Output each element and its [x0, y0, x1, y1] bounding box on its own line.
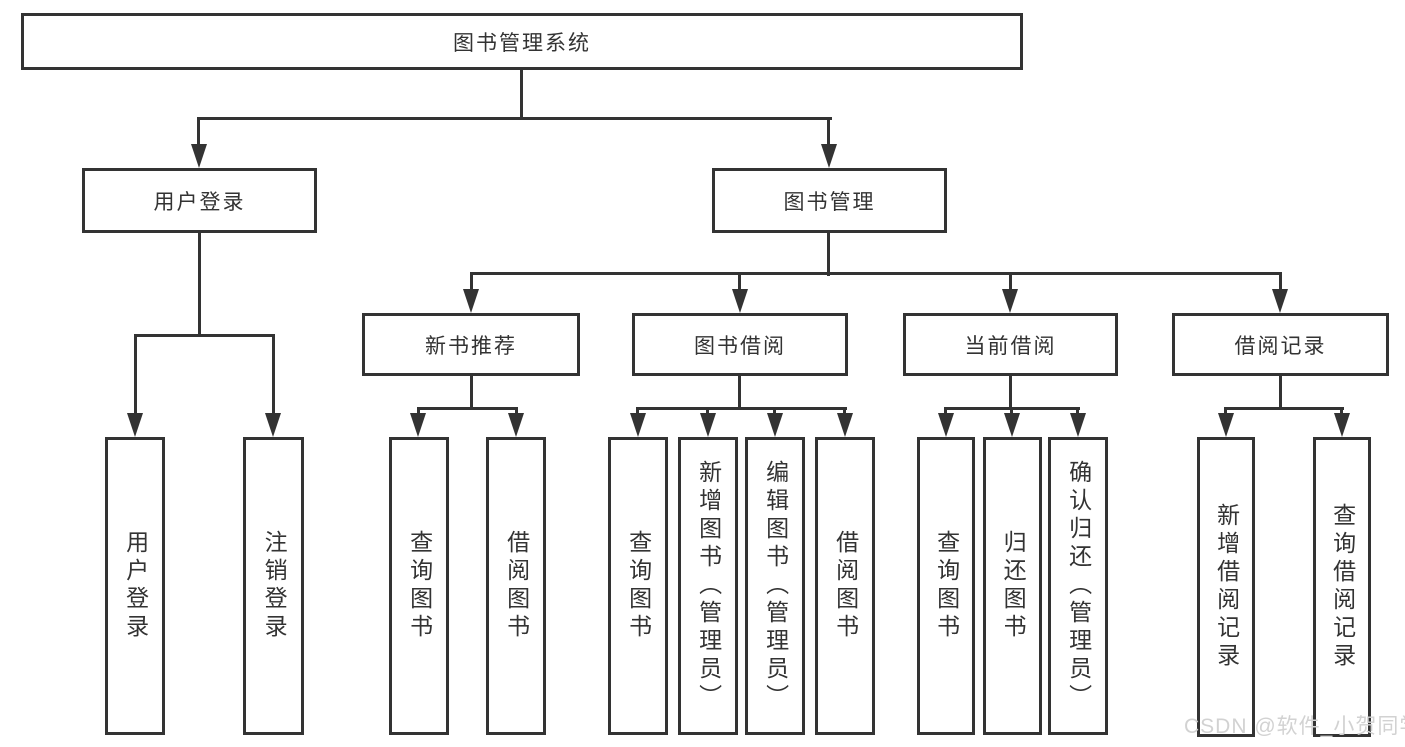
- node-current-borrow: 当前借阅: [903, 313, 1118, 376]
- node-borrow-record: 借阅记录: [1172, 313, 1389, 376]
- connector-user-login-hline: [134, 334, 275, 337]
- connector-book-mgmt-hline: [470, 272, 1282, 275]
- connector-book-borrow-stem: [738, 374, 741, 410]
- connector-root-stem: [520, 68, 523, 120]
- leaf-bb-edit-book: 编辑图书（管理员）: [745, 437, 805, 735]
- arrowhead-down-icon: [732, 289, 748, 313]
- connector-borrow-record-hline: [1224, 407, 1344, 410]
- leaf-logout: 注销登录: [243, 437, 304, 735]
- leaf-user-login: 用户登录: [105, 437, 165, 735]
- arrowhead-down-icon: [767, 413, 783, 437]
- leaf-cb-return-book: 归还图书: [983, 437, 1042, 735]
- connector-root-hline: [198, 117, 832, 120]
- arrowhead-down-icon: [630, 413, 646, 437]
- arrowhead-down-icon: [821, 144, 837, 168]
- node-book-borrow: 图书借阅: [632, 313, 848, 376]
- connector-borrow-record-stem: [1279, 374, 1282, 410]
- connector-login-leaf-drop: [134, 334, 137, 415]
- arrowhead-down-icon: [508, 413, 524, 437]
- connector-book-mgmt-stem: [827, 233, 830, 276]
- arrowhead-down-icon: [938, 413, 954, 437]
- arrowhead-down-icon: [1004, 413, 1020, 437]
- connector-borrow-record-drop: [1279, 272, 1282, 294]
- leaf-cb-query-book: 查询图书: [917, 437, 975, 735]
- leaf-rec-query-book: 查询图书: [389, 437, 449, 735]
- connector-new-book-rec-hline: [417, 407, 518, 410]
- connector-book-mgmt-drop: [827, 117, 830, 150]
- leaf-br-add-record: 新增借阅记录: [1197, 437, 1255, 737]
- arrowhead-down-icon: [265, 413, 281, 437]
- node-book-mgmt: 图书管理: [712, 168, 947, 233]
- node-user-login: 用户登录: [82, 168, 317, 233]
- watermark-text: CSDN @软件_小贺同学: [1184, 715, 1405, 738]
- leaf-cb-confirm-return: 确认归还（管理员）: [1048, 437, 1108, 735]
- arrowhead-down-icon: [1002, 289, 1018, 313]
- arrowhead-down-icon: [1218, 413, 1234, 437]
- leaf-bb-borrow-book: 借阅图书: [815, 437, 875, 735]
- arrowhead-down-icon: [410, 413, 426, 437]
- connector-new-book-rec-stem: [470, 374, 473, 410]
- connector-user-login-drop: [197, 117, 200, 150]
- node-new-book-rec: 新书推荐: [362, 313, 580, 376]
- arrowhead-down-icon: [1334, 413, 1350, 437]
- connector-book-borrow-drop: [738, 272, 741, 294]
- node-root: 图书管理系统: [21, 13, 1023, 70]
- connector-book-borrow-hline: [636, 407, 847, 410]
- arrowhead-down-icon: [127, 413, 143, 437]
- leaf-bb-add-book: 新增图书（管理员）: [678, 437, 738, 735]
- leaf-rec-borrow-book: 借阅图书: [486, 437, 546, 735]
- leaf-bb-query-book: 查询图书: [608, 437, 668, 735]
- arrowhead-down-icon: [463, 289, 479, 313]
- connector-current-borrow-stem: [1009, 374, 1012, 410]
- arrowhead-down-icon: [700, 413, 716, 437]
- connector-user-login-stem: [198, 233, 201, 337]
- arrowhead-down-icon: [191, 144, 207, 168]
- arrowhead-down-icon: [837, 413, 853, 437]
- leaf-br-query-record: 查询借阅记录: [1313, 437, 1371, 737]
- arrowhead-down-icon: [1070, 413, 1086, 437]
- connector-logout-leaf-drop: [272, 334, 275, 415]
- connector-current-borrow-drop: [1009, 272, 1012, 294]
- connector-new-book-rec-drop: [470, 272, 473, 294]
- arrowhead-down-icon: [1272, 289, 1288, 313]
